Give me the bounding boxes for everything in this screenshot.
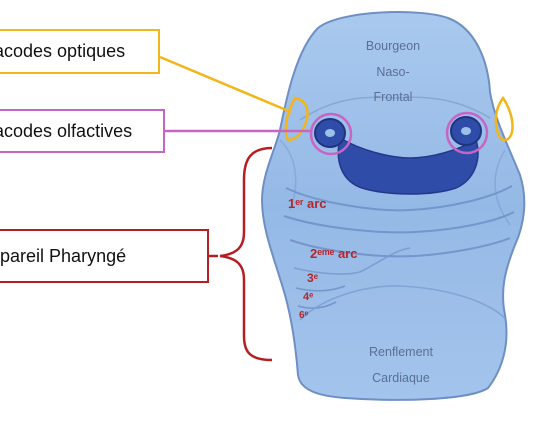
heart-text-line2: Cardiaque (372, 371, 430, 385)
bud-text-line2: Naso- (376, 65, 409, 79)
arc6-label: 6ᵉ (299, 310, 309, 321)
arc3-label: 3ᵉ (307, 271, 319, 285)
olfactory-pit-right (461, 127, 471, 135)
olfactory-pit-left (325, 129, 335, 137)
arc4-label: 4ᵉ (303, 291, 313, 303)
optic-placode-right (496, 98, 513, 140)
optic-connector-line (160, 57, 291, 112)
arc2-label: 2ᵉᵐᵉ arc (310, 246, 357, 261)
arc1-label: 1ᵉʳ arc (288, 196, 327, 211)
heart-text-line1: Renflement (369, 345, 433, 359)
bud-text-line1: Bourgeon (366, 39, 420, 53)
bud-text-line3: Frontal (374, 90, 413, 104)
